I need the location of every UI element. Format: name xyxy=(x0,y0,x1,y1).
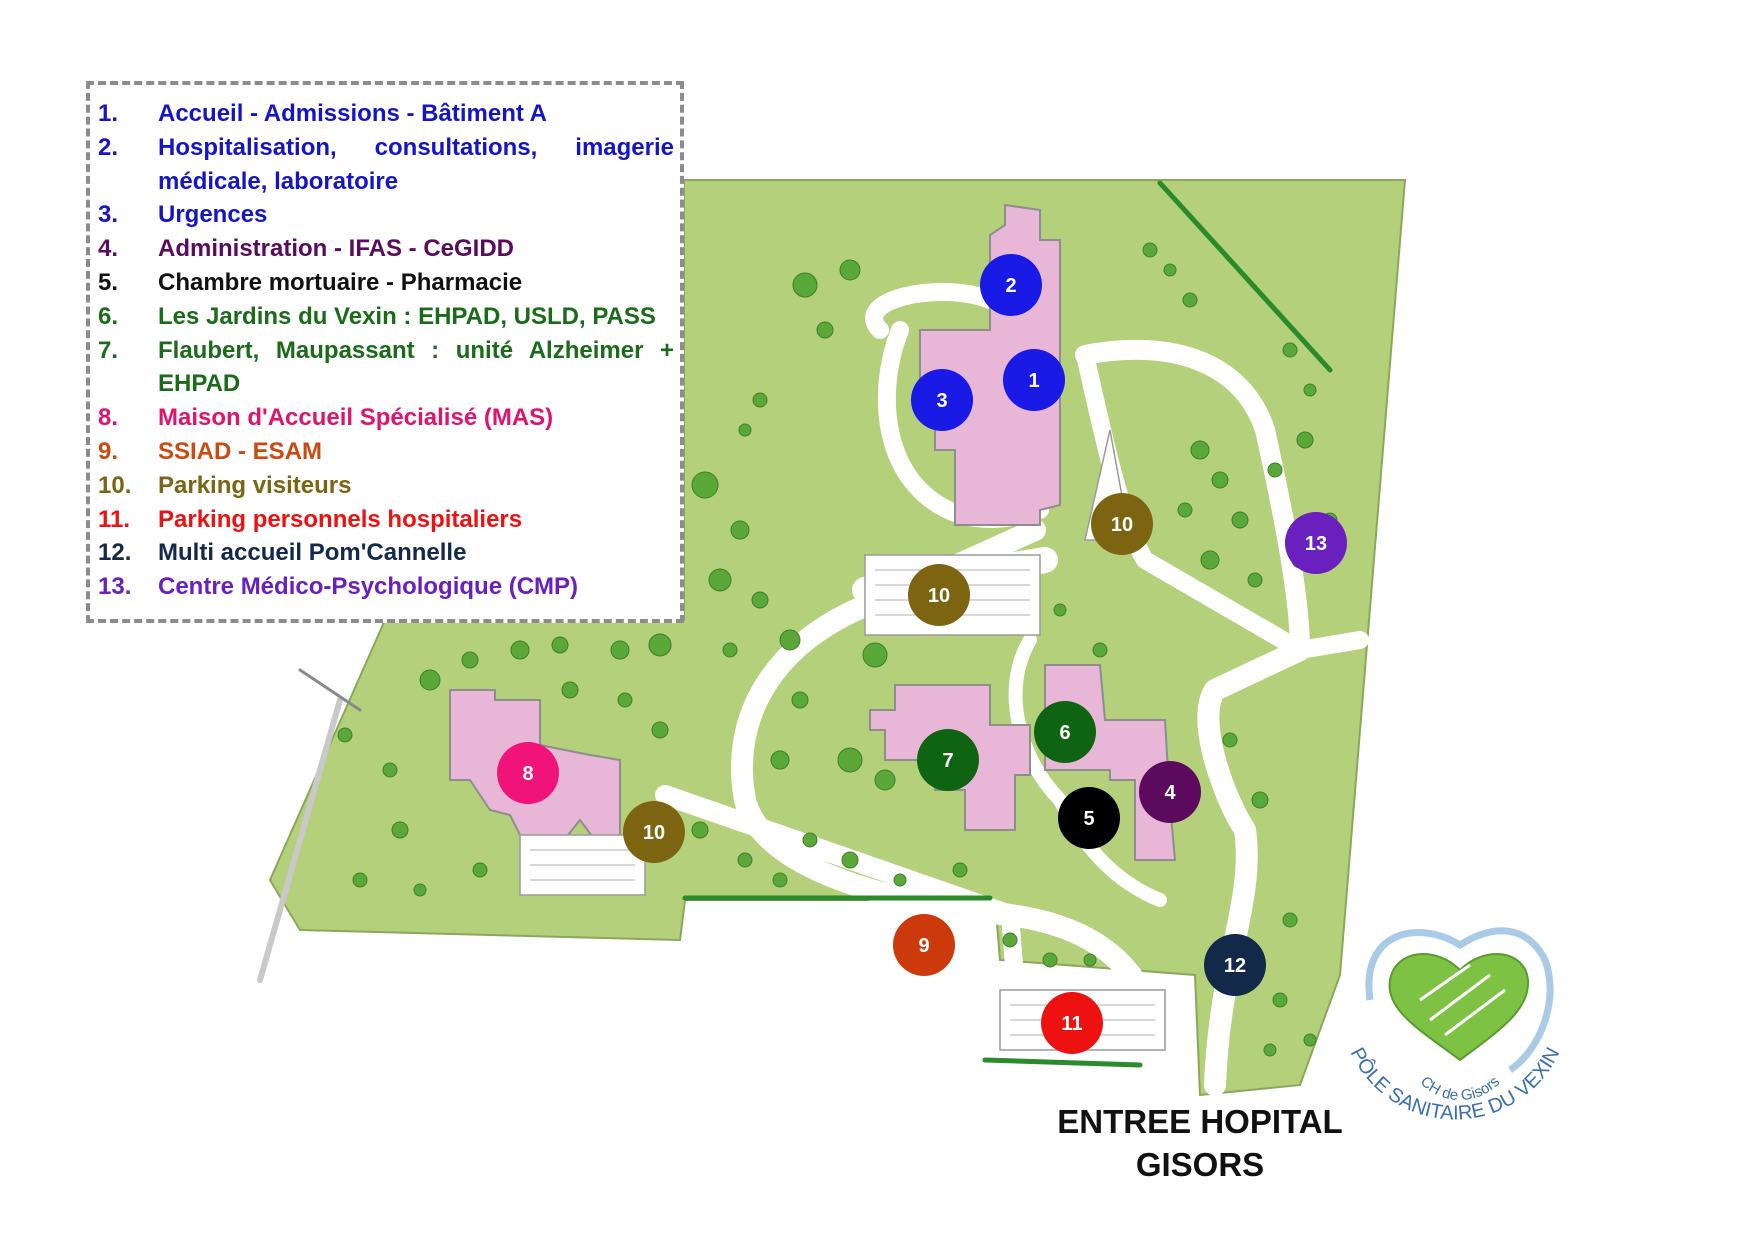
marker-13-label: 13 xyxy=(1305,533,1327,555)
marker-4-dot xyxy=(1139,761,1201,823)
legend-num: 7. xyxy=(98,336,119,364)
marker-12-dot xyxy=(1204,934,1266,996)
marker-12-label: 12 xyxy=(1224,955,1246,977)
marker-10a-label: 10 xyxy=(1111,514,1133,536)
legend-text: SSIAD - ESAM xyxy=(158,437,323,465)
legend-item-6: 6. Les Jardins du Vexin : EHPAD, USLD, PA… xyxy=(98,300,674,334)
legend-text: Urgences xyxy=(158,201,268,229)
legend-item-10: 10. Parking visiteurs xyxy=(98,469,674,503)
marker-3[interactable]: 3 xyxy=(911,369,973,431)
logo-ring xyxy=(1365,927,1554,1073)
legend-num: 2. xyxy=(98,133,119,161)
entrance-line-2: GISORS xyxy=(1135,1146,1265,1183)
marker-9-dot xyxy=(893,914,955,976)
legend-item-7: 7. Flaubert, Maupassant : unité Alzheimer… xyxy=(98,334,674,402)
marker-7-label: 7 xyxy=(942,750,953,772)
marker-2-label: 2 xyxy=(1005,275,1016,297)
legend-item-9: 9. SSIAD - ESAM xyxy=(98,435,674,469)
legend-text: Administration - IFAS - CeGIDD xyxy=(158,235,515,263)
marker-9[interactable]: 9 xyxy=(893,914,955,976)
legend-num: 6. xyxy=(98,302,119,330)
legend-text: Chambre mortuaire - Pharmacie xyxy=(158,268,523,296)
legend-num: 9. xyxy=(98,437,119,465)
legend-item-5: 5. Chambre mortuaire - Pharmacie xyxy=(98,266,674,300)
legend-num: 11. xyxy=(98,505,131,533)
marker-7-dot xyxy=(917,729,979,791)
marker-2-dot xyxy=(980,254,1042,316)
trees xyxy=(337,242,1338,1057)
marker-8-dot xyxy=(497,742,559,804)
marker-13[interactable]: 13 xyxy=(1285,512,1347,574)
marker-6[interactable]: 6 xyxy=(1034,701,1096,763)
legend-num: 8. xyxy=(98,404,119,432)
marker-11-dot xyxy=(1041,992,1103,1054)
marker-6-label: 6 xyxy=(1059,722,1070,744)
legend: 1. Accueil - Admissions - Bâtiment A 2. Ho… xyxy=(86,81,684,623)
marker-9-label: 9 xyxy=(918,935,929,957)
hedges xyxy=(682,180,1333,1068)
legend-item-11: 11. Parking personnels hospitaliers xyxy=(98,503,674,537)
marker-5-dot xyxy=(1058,787,1120,849)
legend-num: 12. xyxy=(98,539,132,567)
legend-num: 5. xyxy=(98,268,119,296)
marker-5-label: 5 xyxy=(1083,808,1094,830)
legend-item-12: 12. Multi accueil Pom'Cannelle xyxy=(98,536,674,570)
marker-10b-label: 10 xyxy=(928,585,950,607)
legend-item-1: 1. Accueil - Admissions - Bâtiment A xyxy=(98,97,674,131)
legend-item-4: 4. Administration - IFAS - CeGIDD xyxy=(98,232,674,266)
marker-2[interactable]: 2 xyxy=(980,254,1042,316)
marker-13-dot xyxy=(1285,512,1347,574)
marker-10a[interactable]: 10 xyxy=(1091,493,1153,555)
legend-item-13: 13. Centre Médico-Psychologique (CMP) xyxy=(98,570,674,604)
legend-num: 3. xyxy=(98,201,119,229)
legend-text: Maison d'Accueil Spécialisé (MAS) xyxy=(158,404,554,432)
marker-10c[interactable]: 10 xyxy=(623,801,685,863)
marker-10b[interactable]: 10 xyxy=(908,564,970,626)
marker-7[interactable]: 7 xyxy=(917,729,979,791)
marker-11[interactable]: 11 xyxy=(1041,992,1103,1054)
marker-3-dot xyxy=(911,369,973,431)
legend-text: Multi accueil Pom'Cannelle xyxy=(158,539,467,567)
legend-text: Flaubert, Maupassant : unité Alzheimer +… xyxy=(158,336,674,398)
legend-num: 4. xyxy=(98,235,119,263)
marker-3-label: 3 xyxy=(936,390,947,412)
marker-10c-dot xyxy=(623,801,685,863)
logo-heart-icon xyxy=(1388,953,1530,1062)
legend-num: 13. xyxy=(98,573,132,601)
entrance-label: ENTREE HOPITAL GISORS xyxy=(1050,1100,1350,1186)
legend-item-2: 2. Hospitalisation, consultations, imager… xyxy=(98,131,674,199)
legend-text: Parking personnels hospitaliers xyxy=(158,505,523,533)
legend-text: Parking visiteurs xyxy=(158,471,352,499)
marker-8-label: 8 xyxy=(522,763,533,785)
marker-11-label: 11 xyxy=(1061,1013,1082,1035)
entrance-line-1: ENTREE HOPITAL xyxy=(1057,1103,1343,1140)
legend-text: Les Jardins du Vexin : EHPAD, USLD, PASS xyxy=(158,302,656,330)
legend-text: Accueil - Admissions - Bâtiment A xyxy=(158,100,547,127)
marker-10a-dot xyxy=(1091,493,1153,555)
marker-10b-dot xyxy=(908,564,970,626)
marker-1-dot xyxy=(1003,349,1065,411)
marker-12[interactable]: 12 xyxy=(1204,934,1266,996)
marker-8[interactable]: 8 xyxy=(497,742,559,804)
legend-item-3: 3. Urgences xyxy=(98,198,674,232)
marker-4-label: 4 xyxy=(1164,782,1176,804)
legend-text: Hospitalisation, consultations, imagerie… xyxy=(158,133,674,195)
marker-6-dot xyxy=(1034,701,1096,763)
legend-text: Centre Médico-Psychologique (CMP) xyxy=(158,573,579,601)
logo-pole-sanitaire-du-vexin: CH de Gisors PÔLE SANITAIRE DU VEXIN xyxy=(1346,927,1564,1125)
marker-5[interactable]: 5 xyxy=(1058,787,1120,849)
marker-10c-label: 10 xyxy=(643,822,665,844)
marker-1[interactable]: 1 xyxy=(1003,349,1065,411)
marker-1-label: 1 xyxy=(1028,370,1039,392)
marker-4[interactable]: 4 xyxy=(1139,761,1201,823)
legend-num: 1. xyxy=(98,100,119,127)
legend-num: 10. xyxy=(98,471,132,499)
map-markers: 1 2 3 4 5 6 7 8 9 10 10 10 11 12 13 xyxy=(497,254,1347,1054)
legend-item-8: 8. Maison d'Accueil Spécialisé (MAS) xyxy=(98,401,674,435)
